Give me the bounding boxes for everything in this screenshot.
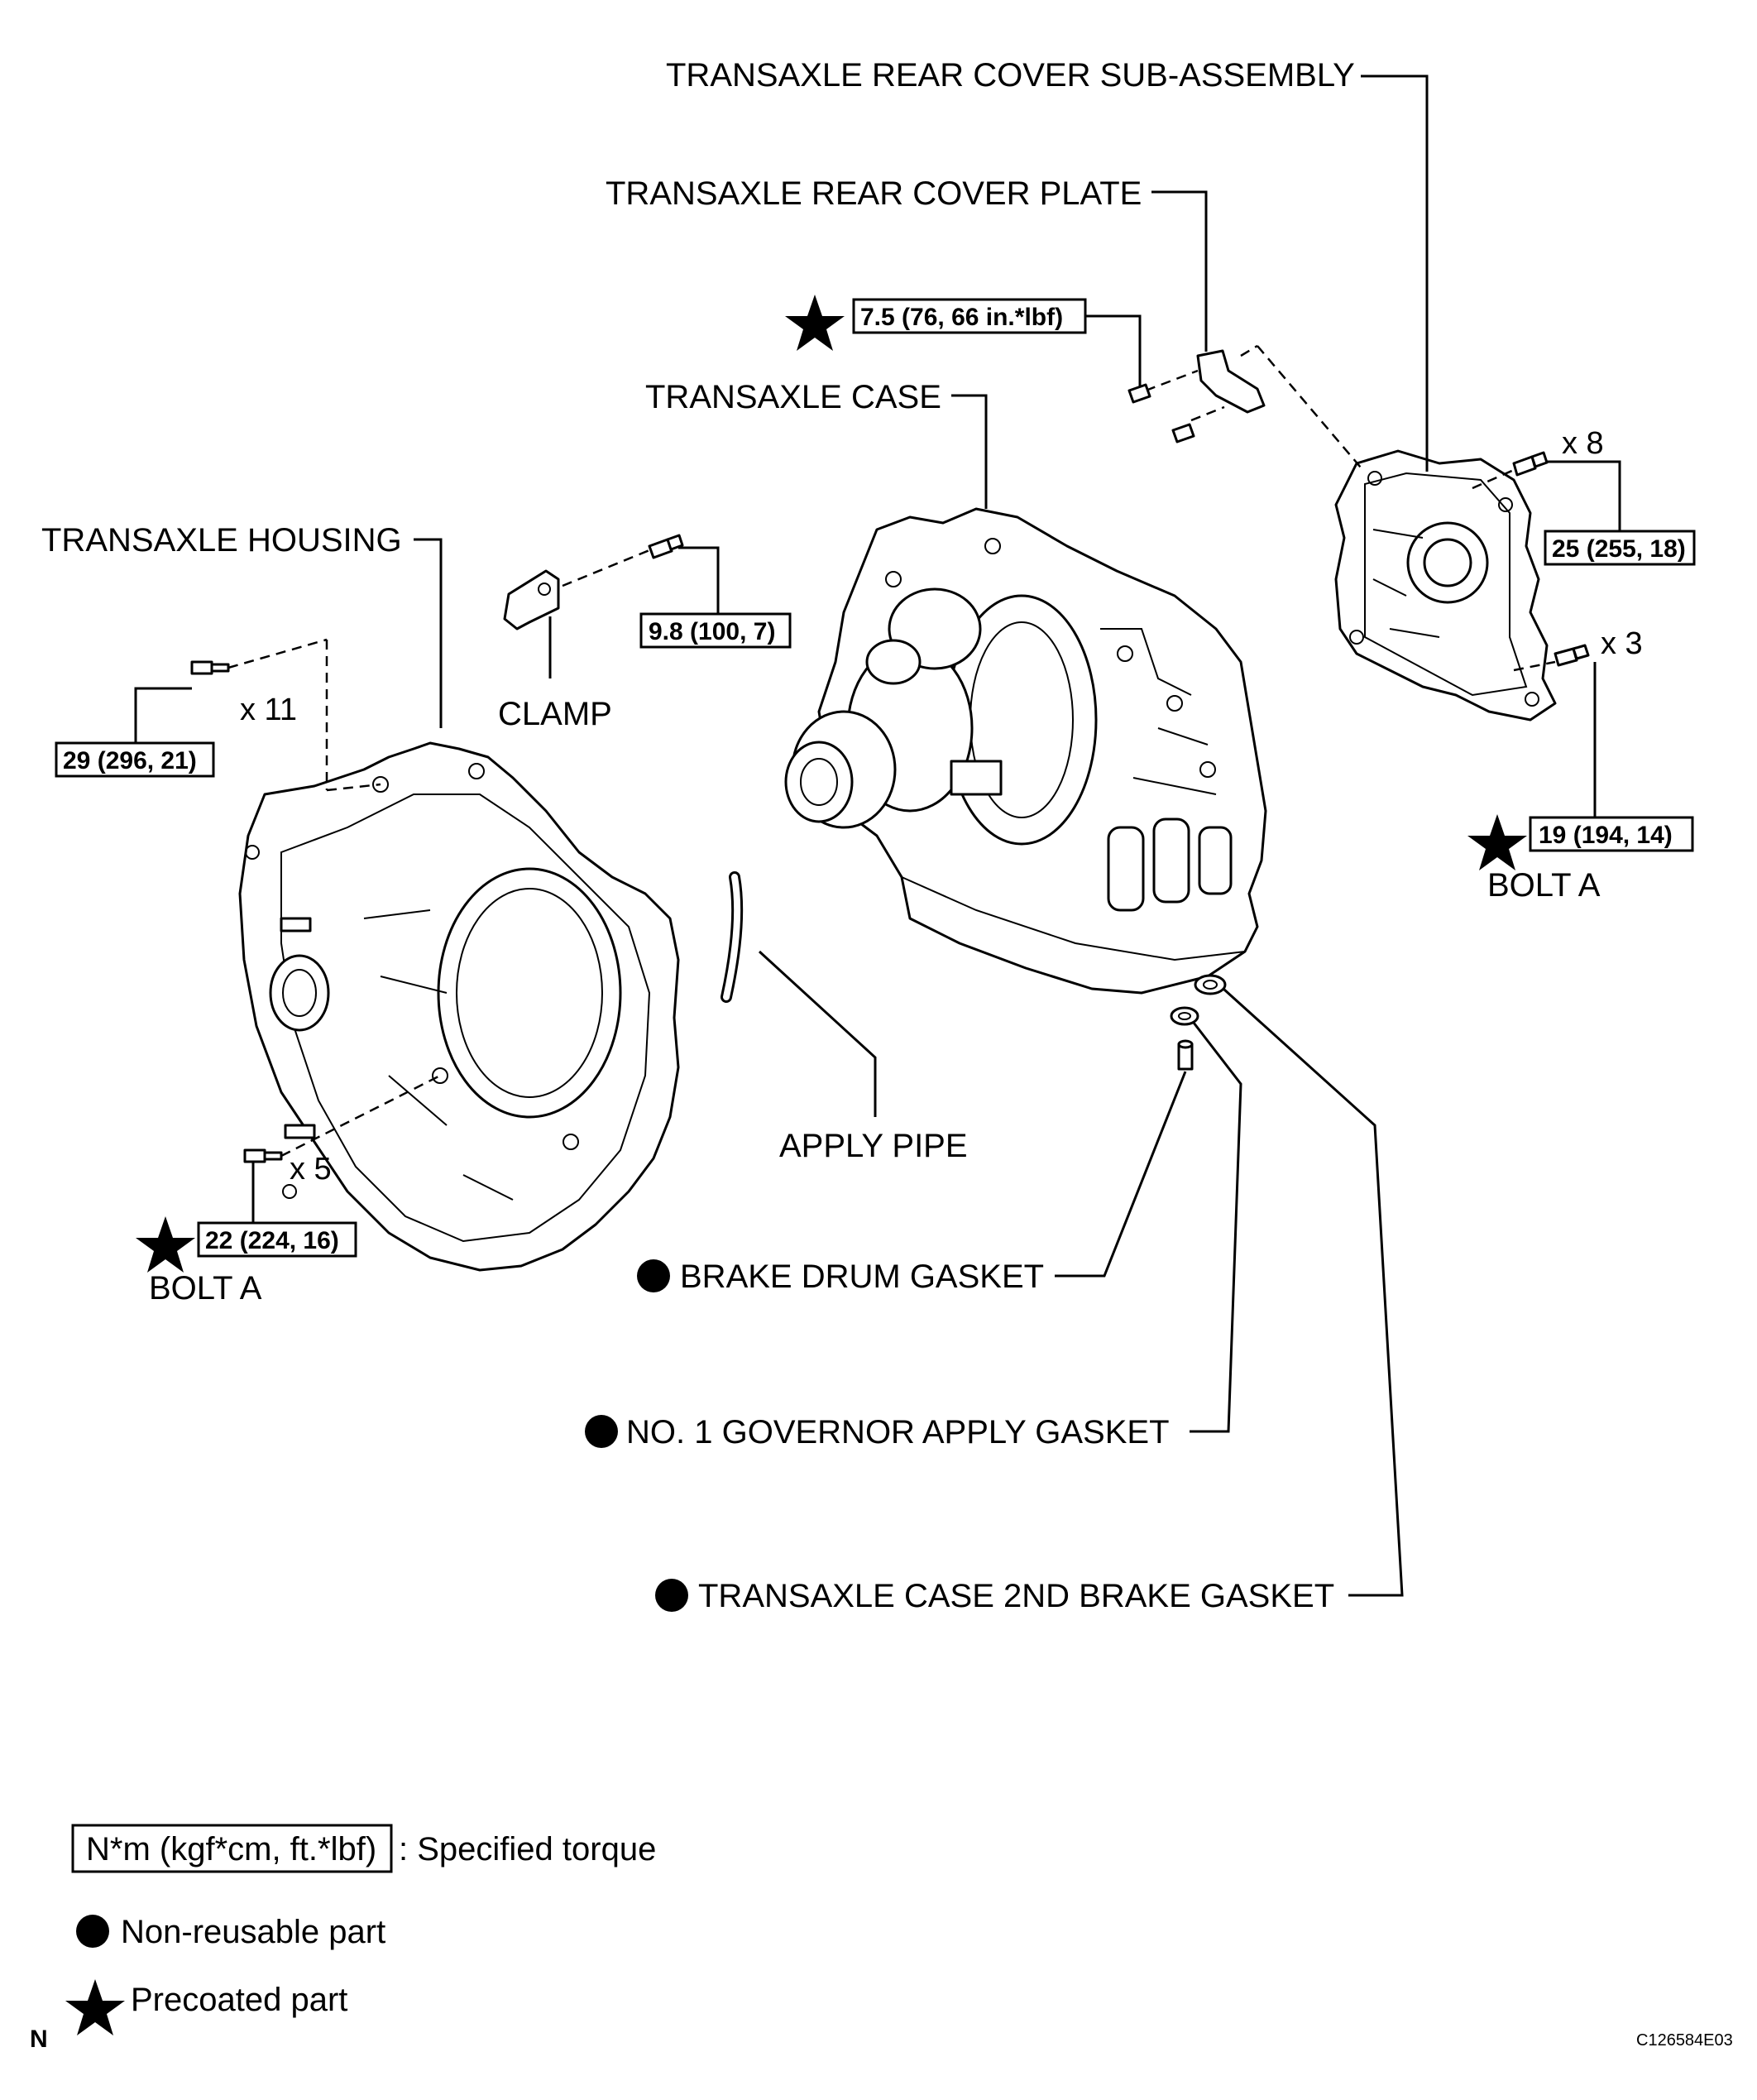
housing-upper-bolt [190, 638, 381, 792]
corner-mark: N [30, 2026, 48, 2053]
leader-case-2nd-brake-gasket [1223, 988, 1404, 1597]
legend: N*m (kgf*cm, ft.*lbf) : Specified torque… [65, 1824, 656, 2035]
label-transaxle-case: TRANSAXLE CASE [645, 379, 941, 415]
torque-housing-upper: 29 (296, 21) [63, 747, 197, 774]
qty-rear-cover-bolts: x 8 [1562, 426, 1604, 461]
leader-torque-housing-upper [134, 687, 192, 743]
torque-box-bolt-a-left [197, 1221, 357, 1258]
torque-box-housing-upper [55, 741, 215, 778]
label-apply-pipe: APPLY PIPE [779, 1128, 968, 1164]
label-rear-cover-plate: TRANSAXLE REAR COVER PLATE [606, 175, 1142, 212]
leader-rear-cover-plate [1151, 190, 1208, 352]
leader-torque-clamp [678, 546, 720, 614]
leader-torque-rear-cover [1547, 460, 1621, 531]
torque-bolt-a-left: 22 (224, 16) [205, 1227, 339, 1254]
qty-housing-upper-bolts: x 11 [240, 693, 297, 727]
non-reusable-dot-brake-drum [637, 1259, 670, 1292]
clamp-bolt [562, 534, 684, 587]
torque-clamp: 9.8 (100, 7) [649, 618, 775, 645]
label-case-2nd-brake-gasket: TRANSAXLE CASE 2ND BRAKE GASKET [698, 1578, 1334, 1614]
non-reusable-dot-2nd-brake [655, 1579, 688, 1612]
torque-bolt-a-right: 19 (194, 14) [1539, 822, 1673, 849]
legend-torque-box [71, 1824, 393, 1873]
torque-box-bolt-a-right [1529, 816, 1694, 852]
label-clamp: CLAMP [498, 696, 612, 732]
label-rear-cover-sub-assembly: TRANSAXLE REAR COVER SUB-ASSEMBLY [666, 57, 1355, 93]
clamp-drawing [503, 569, 560, 630]
leader-governor-apply-gasket [1190, 1022, 1242, 1433]
precoated-star-right [1467, 814, 1527, 870]
gaskets-drawing [1170, 974, 1227, 1071]
legend-non-reusable-text: Non-reusable part [121, 1914, 385, 1950]
rear-cover-plate-drawing [1196, 349, 1266, 414]
torque-box-rear-cover [1544, 530, 1696, 566]
legend-non-reusable-dot [76, 1915, 109, 1948]
qty-bolt-a-left: x 5 [290, 1152, 332, 1187]
torque-rear-cover: 25 (255, 18) [1552, 535, 1686, 563]
legend-precoated-text: Precoated part [131, 1982, 347, 2018]
leader-apply-pipe [758, 950, 877, 1117]
torque-rear-cover-plate: 7.5 (76, 66 in.*lbf) [860, 304, 1063, 331]
leader-brake-drum-gasket [1055, 1071, 1187, 1278]
label-bolt-a-left: BOLT A [149, 1270, 262, 1307]
transaxle-case-drawing [784, 507, 1267, 995]
torque-box-clamp [639, 612, 792, 649]
label-transaxle-housing: TRANSAXLE HOUSING [41, 522, 402, 559]
label-brake-drum-gasket: BRAKE DRUM GASKET [680, 1259, 1044, 1295]
rear-cover-sub-assembly-drawing [1334, 449, 1557, 722]
bolt-a-right [1513, 644, 1590, 672]
precoated-star-plate [785, 295, 845, 351]
leader-transaxle-case [951, 394, 988, 509]
non-reusable-dot-governor [585, 1415, 618, 1448]
label-bolt-a-right: BOLT A [1487, 867, 1601, 904]
leader-transaxle-housing [414, 538, 443, 728]
precoated-star-left [136, 1216, 195, 1273]
torque-box-rear-cover-plate [852, 298, 1087, 334]
leader-torque-plate [1085, 314, 1142, 387]
legend-precoated-star [65, 1979, 125, 2035]
qty-bolt-a-right: x 3 [1601, 626, 1643, 661]
legend-torque-text: : Specified torque [399, 1831, 656, 1867]
label-governor-apply-gasket: NO. 1 GOVERNOR APPLY GASKET [626, 1414, 1170, 1450]
legend-torque-units: N*m (kgf*cm, ft.*lbf) [86, 1831, 376, 1867]
transaxle-housing-drawing [238, 741, 680, 1272]
leader-rear-cover [1361, 74, 1429, 472]
figure-code: C126584E03 [1636, 2031, 1733, 2050]
bolt-a-left [243, 1074, 441, 1163]
